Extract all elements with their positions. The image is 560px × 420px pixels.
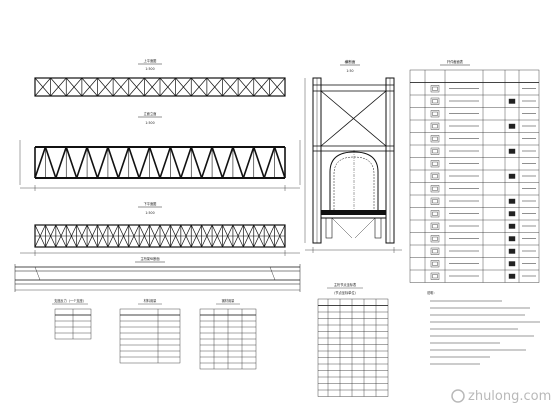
node-coordinate-table: 主桁节点坐标表 (节点坐标单位) <box>317 282 389 397</box>
top-chord-plan-scale: 1:500 <box>145 67 154 71</box>
watermark-logo-icon <box>451 389 465 403</box>
bottom-chord-plan-scale: 1:500 <box>145 211 154 215</box>
material-quantity-table: 材料用量 <box>119 298 181 364</box>
long-section-title: 主桁架纵断面 <box>140 256 159 261</box>
cross-section-view: 横断面 1:50 <box>304 59 402 253</box>
support-reaction-table: 支座反力（一个支座） <box>52 298 92 340</box>
node-table-title: 主桁节点坐标表 <box>334 282 357 287</box>
node-table-subtitle: (节点坐标单位) <box>334 290 356 295</box>
cross-section-scale: 1:50 <box>346 69 353 73</box>
watermark: zhulong.com <box>468 389 551 404</box>
top-chord-plan-title: 上平面图 <box>144 58 157 63</box>
steel-quantity-title: 钢材用量 <box>222 298 236 303</box>
member-section-title: 杆件截面表 <box>447 59 464 64</box>
member-section-table: 杆件截面表 <box>409 59 540 283</box>
elevation-title: 立面立面 <box>144 111 157 116</box>
cross-section-title: 横断面 <box>345 59 356 64</box>
elevation-scale: 1:500 <box>145 121 154 125</box>
top-chord-plan: 上平面图 1:500 <box>34 58 286 97</box>
truss-elevation: 立面立面 1:500 <box>19 111 301 191</box>
steel-quantity-table: 钢材用量 <box>199 298 257 370</box>
bottom-chord-plan: 下平面图 1:500 <box>20 202 300 256</box>
material-quantity-title: 材料用量 <box>144 298 158 303</box>
support-reaction-title: 支座反力（一个支座） <box>54 298 86 303</box>
longitudinal-section: 主桁架纵断面 <box>14 256 301 292</box>
notes-title: 说明： <box>427 290 437 295</box>
design-notes: 说明： <box>427 290 540 365</box>
bottom-chord-plan-title: 下平面图 <box>144 202 157 206</box>
